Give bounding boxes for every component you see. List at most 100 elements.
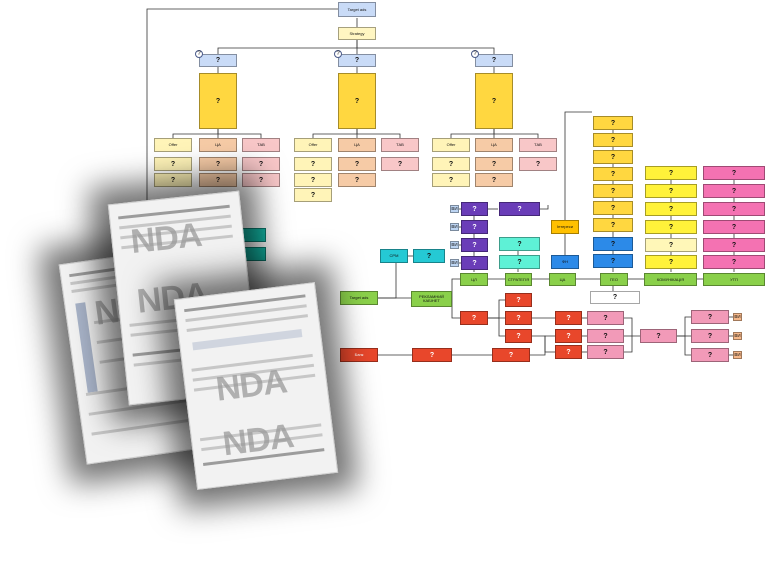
offer-item[interactable]: ? bbox=[294, 188, 332, 202]
audience-item[interactable]: ? bbox=[338, 173, 376, 187]
purple-item[interactable]: ? bbox=[499, 202, 540, 216]
audience-item[interactable]: ? bbox=[199, 157, 237, 171]
offer-item[interactable]: ? bbox=[154, 157, 192, 171]
purple-item[interactable]: ? bbox=[461, 238, 488, 252]
red-item[interactable]: ? bbox=[492, 348, 530, 362]
yellow-column-item[interactable]: ? bbox=[593, 167, 633, 181]
audience-label[interactable]: ЦА bbox=[338, 138, 376, 152]
purple-item[interactable]: ? bbox=[461, 202, 488, 216]
bottom-node-audience[interactable]: ЦА bbox=[549, 273, 576, 286]
usp-item[interactable]: ? bbox=[703, 255, 765, 269]
bottom-node-strategy[interactable]: СТРАТЕГІЯ bbox=[505, 273, 532, 286]
branch-yellow-node-2[interactable]: ? bbox=[338, 73, 376, 129]
offer-label[interactable]: Offer bbox=[432, 138, 470, 152]
red-item[interactable]: ? bbox=[412, 348, 452, 362]
geo-sub-item[interactable]: ? bbox=[590, 291, 640, 304]
usp-item[interactable]: ? bbox=[703, 184, 765, 198]
strategy-node[interactable]: Strategy bbox=[338, 27, 376, 40]
pink-item[interactable]: ? bbox=[691, 348, 729, 362]
red-item[interactable]: ? bbox=[460, 311, 488, 325]
audience-item[interactable]: ? bbox=[475, 173, 513, 187]
branch-yellow-node-1[interactable]: ? bbox=[199, 73, 237, 129]
offer-label[interactable]: Offer bbox=[294, 138, 332, 152]
yellow-column-item[interactable]: ? bbox=[593, 150, 633, 164]
interests-node[interactable]: Інтереси bbox=[551, 220, 579, 234]
tav-item[interactable]: ? bbox=[381, 157, 419, 171]
offer-item[interactable]: ? bbox=[294, 157, 332, 171]
tav-label[interactable]: ТАВ bbox=[519, 138, 557, 152]
fn-node[interactable]: ФН bbox=[551, 255, 579, 269]
red-item[interactable]: ? bbox=[505, 329, 532, 343]
audience-item[interactable]: ? bbox=[338, 157, 376, 171]
target-ads-node[interactable]: Target ads bbox=[340, 291, 378, 305]
tav-item[interactable]: ? bbox=[519, 157, 557, 171]
blue-column-item[interactable]: ? bbox=[593, 237, 633, 251]
bottom-node-geo[interactable]: ГЕО bbox=[600, 273, 628, 286]
pink-item[interactable]: ? bbox=[587, 311, 624, 325]
pink-item[interactable]: ? bbox=[691, 310, 729, 324]
nda-watermark: NDA bbox=[213, 362, 289, 409]
red-item[interactable]: ? bbox=[505, 293, 532, 307]
cpm-node[interactable]: CPM bbox=[380, 249, 408, 263]
help-icon[interactable]: ? bbox=[471, 50, 479, 58]
bottom-node-usp[interactable]: УТП bbox=[703, 273, 765, 286]
red-item[interactable]: ? bbox=[505, 311, 532, 325]
branch-blue-node-2[interactable]: ? bbox=[338, 54, 376, 67]
usp-item[interactable]: ? bbox=[703, 238, 765, 252]
comm-item[interactable]: ? bbox=[645, 238, 697, 252]
audience-item[interactable]: ? bbox=[199, 173, 237, 187]
pink-item[interactable]: ? bbox=[691, 329, 729, 343]
yellow-column-item[interactable]: ? bbox=[593, 116, 633, 130]
pink-item[interactable]: ? bbox=[640, 329, 677, 343]
branch-blue-node-3[interactable]: ? bbox=[475, 54, 513, 67]
comm-item[interactable]: ? bbox=[645, 255, 697, 269]
offer-item[interactable]: ? bbox=[154, 173, 192, 187]
yellow-column-item[interactable]: ? bbox=[593, 184, 633, 198]
offer-label[interactable]: Offer bbox=[154, 138, 192, 152]
tav-label[interactable]: ТАВ bbox=[381, 138, 419, 152]
tav-item[interactable]: ? bbox=[242, 173, 280, 187]
red-item[interactable]: ? bbox=[555, 329, 582, 343]
offer-item[interactable]: ? bbox=[294, 173, 332, 187]
comm-item[interactable]: ? bbox=[645, 184, 697, 198]
tav-item[interactable]: ? bbox=[242, 157, 280, 171]
help-icon[interactable]: ? bbox=[334, 50, 342, 58]
mini-label: ВИ bbox=[733, 313, 742, 321]
nda-watermark: NDA bbox=[128, 215, 204, 262]
root-node[interactable]: Target ads bbox=[338, 2, 376, 17]
purple-item[interactable]: ? bbox=[461, 256, 488, 270]
offer-item[interactable]: ? bbox=[432, 157, 470, 171]
pink-item[interactable]: ? bbox=[587, 345, 624, 359]
cyan-item[interactable]: ? bbox=[499, 255, 540, 269]
comm-item[interactable]: ? bbox=[645, 202, 697, 216]
red-item[interactable]: ? bbox=[555, 311, 582, 325]
yellow-column-item[interactable]: ? bbox=[593, 201, 633, 215]
cyan-result-node[interactable]: ? bbox=[413, 249, 445, 263]
cyan-item[interactable]: ? bbox=[499, 237, 540, 251]
help-icon[interactable]: ? bbox=[195, 50, 203, 58]
usp-item[interactable]: ? bbox=[703, 202, 765, 216]
audience-label[interactable]: ЦА bbox=[199, 138, 237, 152]
mini-label: ВИ bbox=[733, 332, 742, 340]
bottom-node-communication[interactable]: КОМУНІКАЦІЯ bbox=[644, 273, 697, 286]
purple-item[interactable]: ? bbox=[461, 220, 488, 234]
red-item[interactable]: ? bbox=[555, 345, 582, 359]
branch-blue-node-1[interactable]: ? bbox=[199, 54, 237, 67]
ad-cabinet-node[interactable]: РЕКЛАМНИЙ КАБІНЕТ bbox=[411, 291, 452, 307]
bank-node[interactable]: Банк bbox=[340, 348, 378, 362]
usp-item[interactable]: ? bbox=[703, 166, 765, 180]
audience-label[interactable]: ЦА bbox=[475, 138, 513, 152]
pink-item[interactable]: ? bbox=[587, 329, 624, 343]
comm-item[interactable]: ? bbox=[645, 166, 697, 180]
yellow-column-item[interactable]: ? bbox=[593, 133, 633, 147]
audience-item[interactable]: ? bbox=[475, 157, 513, 171]
bottom-node-cl[interactable]: ЦЛ bbox=[460, 273, 488, 286]
offer-item[interactable]: ? bbox=[432, 173, 470, 187]
usp-item[interactable]: ? bbox=[703, 220, 765, 234]
yellow-column-item[interactable]: ? bbox=[593, 218, 633, 232]
comm-item[interactable]: ? bbox=[645, 220, 697, 234]
tav-label[interactable]: ТАВ bbox=[242, 138, 280, 152]
blue-column-item[interactable]: ? bbox=[593, 254, 633, 268]
branch-yellow-node-3[interactable]: ? bbox=[475, 73, 513, 129]
